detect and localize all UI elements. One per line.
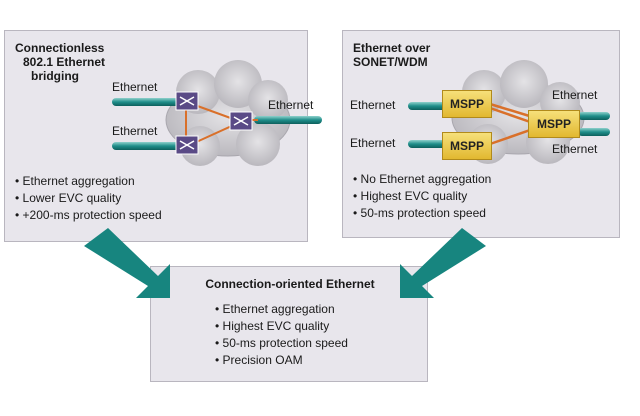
arrow-icon [84, 228, 170, 298]
ethernet-pipe [112, 142, 180, 150]
bullet-item: No Ethernet aggregation [353, 171, 492, 188]
ethernet-pipe [408, 140, 448, 148]
ethernet-pipe [408, 102, 448, 110]
ethernet-label: Ethernet [552, 88, 598, 102]
bullet-item: Precision OAM [215, 352, 348, 369]
ethernet-label: Ethernet [350, 98, 396, 112]
bullet-item: 50-ms protection speed [353, 205, 491, 222]
bullet-item: Ethernet aggregation [15, 173, 162, 190]
mspp-node: MSPP [442, 132, 492, 160]
ethernet-label: Ethernet [112, 124, 158, 138]
bullet-item: Highest EVC quality [215, 318, 348, 335]
mspp-node: MSPP [528, 110, 580, 138]
switch-icon [175, 135, 199, 155]
ethernet-pipe [578, 128, 610, 136]
ethernet-label: Ethernet [268, 98, 314, 112]
ethernet-pipe [578, 112, 610, 120]
switch-icon [229, 111, 253, 131]
ethernet-pipe [112, 98, 180, 106]
bullet-list: Ethernet aggregation Lower EVC quality +… [15, 173, 162, 224]
bullet-list: No Ethernet aggregation Highest EVC qual… [353, 171, 492, 222]
arrow-icon [400, 228, 486, 298]
ethernet-label: Ethernet [350, 136, 396, 150]
bullet-list: Ethernet aggregation Highest EVC quality… [215, 301, 348, 369]
bullet-item: +200-ms protection speed [15, 207, 162, 224]
panel-title: Ethernet over SONET/WDM [353, 41, 431, 69]
bullet-item: Lower EVC quality [15, 190, 162, 207]
bullet-item: 50-ms protection speed [215, 335, 348, 352]
ethernet-pipe [254, 116, 322, 124]
ethernet-label: Ethernet [112, 80, 158, 94]
switch-icon [175, 91, 199, 111]
panel-title: Connection-oriented Ethernet [205, 277, 375, 291]
mspp-node: MSPP [442, 90, 492, 118]
bullet-item: Ethernet aggregation [215, 301, 348, 318]
ethernet-label: Ethernet [552, 142, 598, 156]
connection-oriented-panel: Connection-oriented Ethernet Ethernet ag… [150, 266, 428, 382]
bullet-item: Highest EVC quality [353, 188, 491, 205]
panel-title: Connectionless 802.1 Ethernet bridging [15, 41, 106, 83]
